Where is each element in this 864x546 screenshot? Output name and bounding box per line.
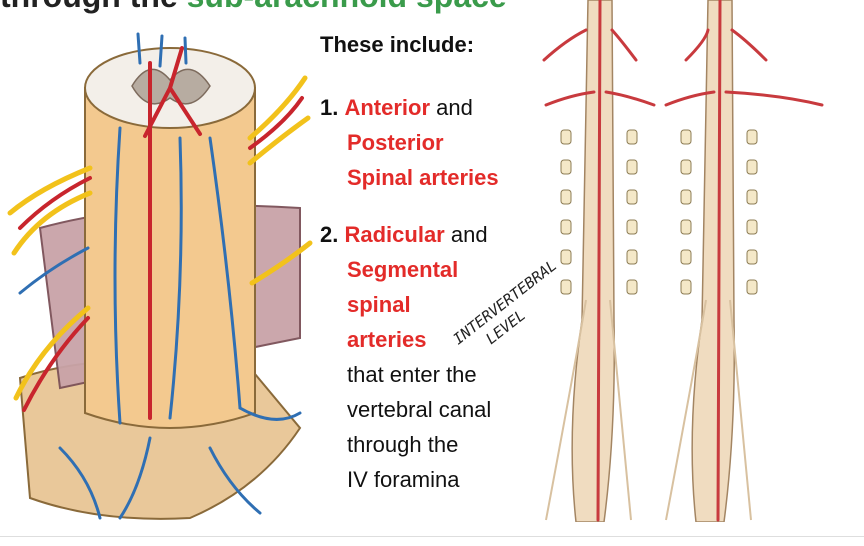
artery-term: Spinal arteries — [347, 165, 499, 190]
spinal-cord-illustration — [7, 32, 313, 520]
title-text: through the — [0, 0, 187, 14]
slide-divider — [0, 536, 864, 537]
artery-term: Segmental — [347, 257, 459, 282]
artery-term: Radicular — [344, 222, 445, 247]
item-text: and — [430, 95, 473, 120]
title-highlight: sub-arachnoid space — [187, 0, 507, 14]
artery-term: Posterior — [347, 130, 444, 155]
list-item-2: 2. Radicular and Segmental spinal arteri… — [320, 217, 540, 497]
item-text: vertebral canal — [347, 397, 492, 422]
list-item-1: 1. Anterior and Posterior Spinal arterie… — [320, 90, 540, 195]
artery-term: arteries — [347, 327, 427, 352]
list-heading: These include: — [320, 32, 475, 57]
item-number: 2. — [320, 222, 339, 247]
item-text: and — [444, 222, 488, 247]
item-text: that enter the — [347, 362, 477, 387]
handwritten-note: INTERVERTEBRAL LEVEL — [449, 256, 560, 348]
slide-content: These include: 1. Anterior and Posterior… — [320, 28, 540, 528]
spinal-cord-posterior-illustration — [542, 0, 824, 522]
item-text: IV foramina — [347, 467, 460, 492]
slide-title: through the sub-arachnoid space — [0, 0, 520, 18]
item-text: through the — [347, 432, 459, 457]
artery-term: Anterior — [344, 95, 431, 120]
item-number: 1. — [320, 95, 339, 120]
artery-term: spinal — [347, 292, 411, 317]
